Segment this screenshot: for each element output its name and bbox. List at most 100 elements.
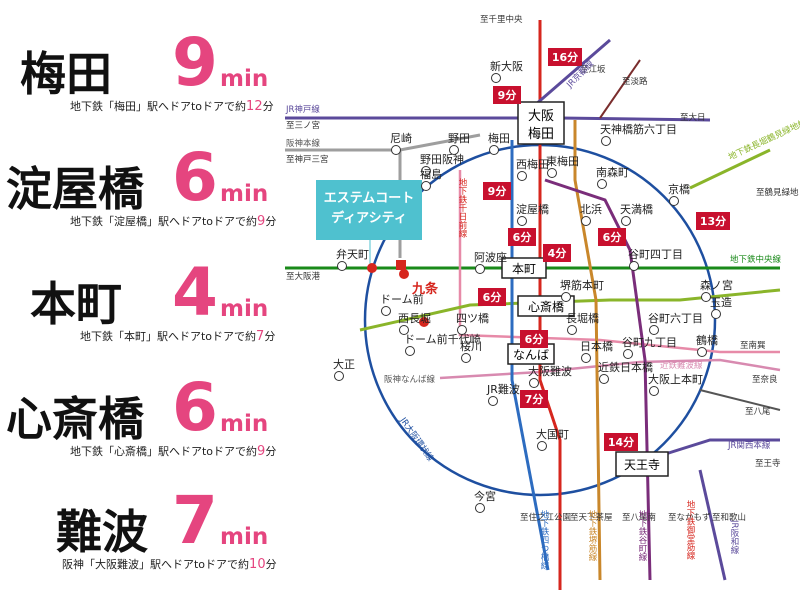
line-label-sennichimae: 地下鉄千日前線 [457,177,467,237]
minutes-value: 6 [172,139,218,216]
home-station-dot [399,269,409,279]
station-label: 尼崎 [390,131,412,145]
station-label: ドーム前千代崎 [404,332,481,346]
travel-note: 阪神「大阪難波」駅へドアtoドアで約10分 [62,556,277,572]
station-dot [517,171,527,181]
svg-text:7分: 7分 [525,392,544,406]
station-dot [537,441,547,451]
station-dot [489,145,499,155]
station-label: 大国町 [536,427,569,441]
station-dot [711,309,721,319]
station-labels: 新大阪尼崎野田梅田西梅田東梅田天神橋筋六丁目南森町野田阪神福島淀屋橋北浜天満橋京… [333,59,733,513]
line-label-tanimachi: 地下鉄谷町線 [637,509,647,561]
time-entry-shinsaibashi: 心斎橋 6 min 地下鉄「心斎橋」駅へドアtoドアで約9分 [0,375,300,465]
hub-osaka-umeda: 大阪 梅田 [517,101,565,145]
note-suffix: 分 [265,215,277,228]
svg-text:6分: 6分 [513,230,532,244]
note-text: 地下鉄「淀屋橋」駅へドアtoドアで約 [70,215,258,228]
terminal-label: 至淡路 [622,76,648,87]
station-label: 南森町 [596,165,629,179]
travel-note: 地下鉄「淀屋橋」駅へドアtoドアで約9分 [70,213,276,229]
line-label-nagahori: 地下鉄長堀鶴見緑地線 [727,117,800,163]
time-badge: 13分 [696,212,730,230]
minutes-unit: min [220,66,269,92]
terminal-label: 至八尾南 [622,512,656,523]
station-label: 谷町六丁目 [648,312,703,325]
property-callout [316,180,422,240]
time-badge: 6分 [598,228,626,246]
terminal-label: 至奈良 [752,374,778,385]
minutes-unit: min [220,524,269,550]
time-badge: 6分 [478,288,506,306]
minutes-unit: min [220,181,269,207]
note-text: 地下鉄「心斎橋」駅へドアtoドアで約 [70,445,258,458]
minutes-value: 7 [172,482,218,559]
destination-name: 難波 [56,505,148,559]
note-minutes: 12 [246,99,263,114]
station-label: 四ツ橋 [456,311,489,325]
station-label: 弁天町 [336,247,369,261]
station-label: 阿波座 [474,250,507,264]
destination-name: 本町 [30,277,122,331]
terminal-label: 至なかもず [668,512,711,523]
station-label: 天神橋筋六丁目 [600,122,677,136]
terminal-label: 至千里中央 [480,14,523,25]
station-label: 今宮 [474,489,496,503]
station-dot [475,264,485,274]
terminal-label: 至住之江公園 [520,512,571,523]
station-label: 大阪上本町 [648,372,703,386]
station-label: 新大阪 [490,59,523,73]
line-label-osaka-loop: JR大阪環状線 [397,415,436,464]
property-name-line2: ディアシティ [331,210,407,226]
keihan-line [599,59,641,119]
note-text: 阪神「大阪難波」駅へドアtoドアで約 [62,558,250,571]
station-dot [405,346,415,356]
time-badge: 16分 [548,48,582,66]
line-label-jr-kansai: JR関西本線 [727,440,771,451]
station-label: 京橋 [668,182,690,196]
destination-name: 淀屋橋 [6,162,144,216]
station-dot [399,325,409,335]
station-dot [701,292,711,302]
dome-dot [419,317,429,327]
station-dot [649,386,659,396]
kintetsu-nara-line [699,389,781,411]
station-label: 淀屋橋 [516,202,549,216]
hub-label-umeda: 梅田 [528,127,554,142]
station-dot [621,216,631,226]
station-dot [561,292,571,302]
travel-note: 地下鉄「心斎橋」駅へドアtoドアで約9分 [70,443,276,459]
line-label-kintetsu-namba: 近鉄難波線 [660,360,703,371]
minutes-unit: min [220,411,269,437]
svg-text:9分: 9分 [498,88,517,102]
station-dot [421,166,431,176]
note-text: 地下鉄「梅田」駅へドアtoドアで約 [70,100,247,113]
station-dot [581,353,591,363]
station-label: 福島 [420,167,442,181]
note-minutes: 7 [256,329,265,344]
station-label: JR難波 [486,383,520,396]
svg-text:4分: 4分 [548,246,567,260]
station-dot [629,261,639,271]
station-dot [461,353,471,363]
sakaisuji-line [573,120,602,581]
hub-honmachi: 本町 [501,257,547,279]
svg-text:14分: 14分 [608,435,634,449]
bentencho-dot [367,263,377,273]
hub-label: 本町 [512,262,536,276]
station-dot [649,325,659,335]
station-label: 長堀橋 [566,311,599,325]
station-dot [337,261,347,271]
station-dot [623,349,633,359]
station-dot [449,145,459,155]
line-label-hanshin-namba: 阪神なんば線 [384,374,436,385]
svg-text:9分: 9分 [488,184,507,198]
minutes-value: 6 [172,369,218,446]
station-label: 西梅田 [516,157,549,171]
station-label: 野田 [448,132,470,145]
terminal-label: 至天下茶屋 [570,512,613,523]
note-minutes: 9 [257,214,266,229]
station-dot [601,136,611,146]
terminal-label: 至南巽 [740,340,766,351]
